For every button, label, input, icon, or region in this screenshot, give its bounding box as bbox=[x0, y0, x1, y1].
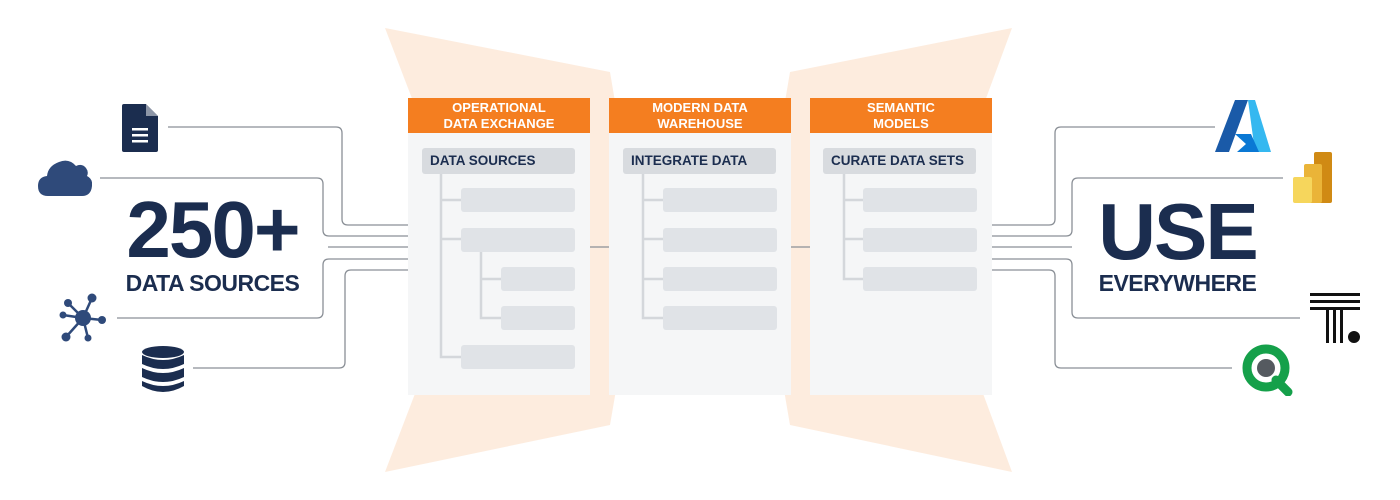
azure-icon bbox=[1215, 100, 1271, 152]
placeholder-bar bbox=[461, 228, 575, 252]
placeholder-bar bbox=[663, 306, 777, 330]
database-icon bbox=[142, 346, 184, 392]
panel-header: MODERN DATA WAREHOUSE bbox=[609, 98, 791, 133]
power-bi-icon bbox=[1293, 152, 1332, 203]
placeholder-bar bbox=[461, 188, 575, 212]
placeholder-bar bbox=[663, 228, 777, 252]
placeholder-bar bbox=[863, 267, 977, 291]
network-icon bbox=[59, 293, 106, 342]
placeholder-bar bbox=[501, 267, 575, 291]
placeholder-bar bbox=[863, 188, 977, 212]
everywhere-caption: EVERYWHERE bbox=[1098, 270, 1257, 296]
source-count: 250+ bbox=[126, 185, 300, 274]
panel-label: INTEGRATE DATA bbox=[623, 148, 776, 174]
panel-label: CURATE DATA SETS bbox=[823, 148, 976, 174]
placeholder-bar bbox=[663, 267, 777, 291]
cloud-icon bbox=[38, 160, 92, 196]
panel-header: SEMANTIC MODELS bbox=[810, 98, 992, 133]
placeholder-bar bbox=[663, 188, 777, 212]
use-title: USE bbox=[1098, 187, 1259, 276]
placeholder-bar bbox=[461, 345, 575, 369]
qlik-icon bbox=[1242, 344, 1293, 396]
tableau-icon bbox=[1310, 293, 1360, 343]
placeholder-bar bbox=[863, 228, 977, 252]
document-icon bbox=[122, 104, 158, 152]
panel-header: OPERATIONAL DATA EXCHANGE bbox=[408, 98, 590, 133]
placeholder-bar bbox=[501, 306, 575, 330]
data-sources-caption: DATA SOURCES bbox=[125, 270, 300, 296]
panel-label: DATA SOURCES bbox=[422, 148, 575, 174]
